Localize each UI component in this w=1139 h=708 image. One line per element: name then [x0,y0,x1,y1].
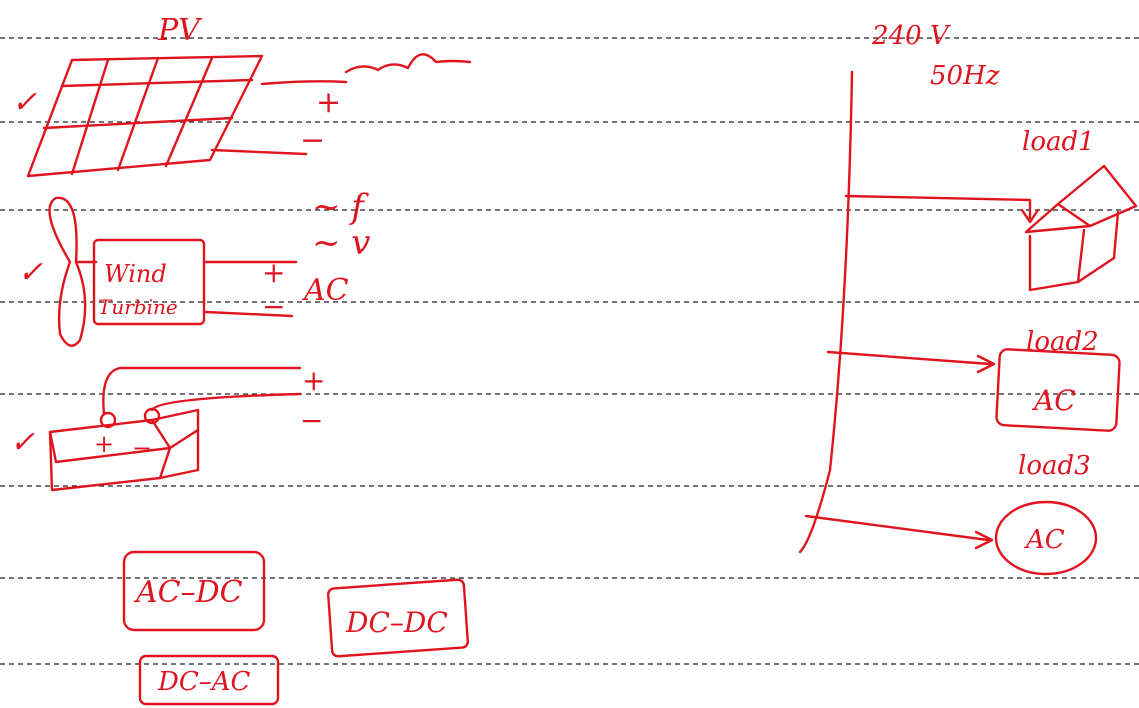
pv-label: PV [157,13,203,48]
wind-turbine-drawing: Wind Turbine + − ~ f ~ v AC ✓ [18,187,371,347]
wind-check-mark: ✓ [18,255,43,290]
pv-panel-drawing: PV + − ✓ [12,13,472,178]
wind-label-line2: Turbine [98,295,178,319]
ac-output-label: AC [301,273,349,308]
pv-check-mark: ✓ [12,85,37,120]
battery-drawing: + − + − ✓ [10,364,325,492]
pv-plus-terminal: + [316,85,341,120]
tilde-voltage-label: ~ v [312,223,371,263]
ruled-lines [0,37,1139,665]
battery-plus-output: + [302,364,325,397]
tilde-frequency-label: ~ f [312,187,369,227]
battery-terminal-plus: + [94,430,114,458]
grid-bus-drawing: 240 V 50Hz load1 AC load2 AC load3 [798,21,1138,576]
converter-ac-dc-label: AC–DC [133,575,243,610]
converter-dc-dc-label: DC–DC [345,606,448,639]
load2-box-label: AC [1031,384,1076,417]
grid-frequency-label: 50Hz [930,61,1000,91]
wind-minus-terminal: − [262,290,285,323]
load3-circle-label: AC [1024,525,1065,555]
wind-plus-terminal: + [262,256,285,289]
load2-label: load2 [1026,327,1099,357]
converter-dc-ac-label: DC–AC [157,667,251,697]
pv-minus-terminal: − [300,123,325,158]
load1-label: load1 [1022,127,1095,157]
load3-label: load3 [1018,451,1091,481]
battery-check-mark: ✓ [10,425,35,460]
battery-terminal-minus: − [132,434,152,462]
battery-minus-output: − [300,404,323,437]
wind-label-line1: Wind [104,260,167,288]
converters: AC–DC DC–DC DC–AC [122,550,470,706]
grid-voltage-label: 240 V [871,21,951,51]
